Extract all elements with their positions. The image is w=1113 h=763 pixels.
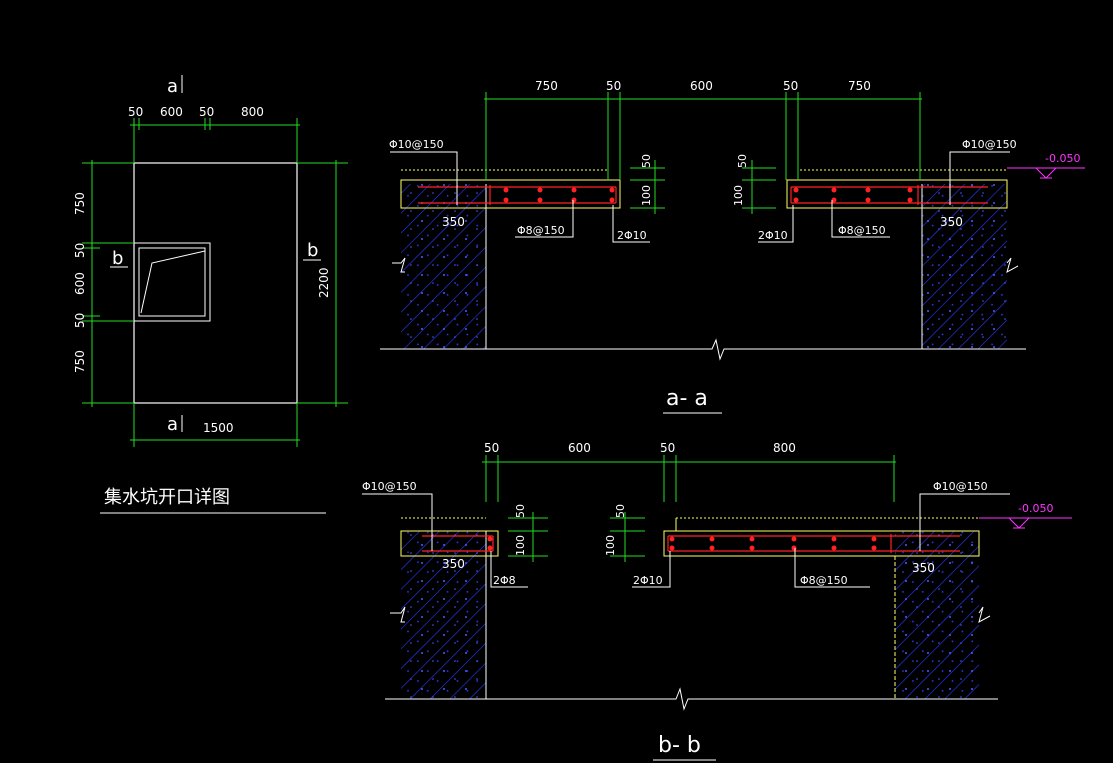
plan-mark-b-left: b: [112, 248, 123, 269]
aa-right-slab: [786, 179, 1008, 209]
aa-rebar-dots: [503, 187, 913, 203]
bb-dist-bar: Φ8@150: [800, 574, 848, 587]
aa-left-dist-bar: Φ8@150: [517, 224, 565, 237]
bb-slab-dim-3: 50: [614, 504, 627, 518]
aa-left-edge-bar: 2Φ10: [617, 229, 647, 242]
bb-ground-line: [385, 687, 998, 711]
plan-caption: 集水坑开口详图: [104, 487, 230, 508]
bb-title: b- b: [658, 733, 701, 758]
aa-elevation-marker: [1007, 167, 1085, 179]
section-bb: 50 600 50 800 50 100 50 100 Φ10@150 Φ10@…: [362, 441, 1072, 761]
plan-left-dimension: [82, 160, 134, 407]
aa-left-bar-label: Φ10@150: [389, 138, 444, 151]
bb-left-break: [390, 606, 406, 623]
aa-elevation: -0.050: [1045, 152, 1080, 165]
plan-top-dim-3: 50: [199, 105, 214, 119]
aa-slab-dim-2: 100: [640, 185, 653, 206]
plan-top-dim-1: 50: [128, 105, 143, 119]
plan-bottom-dimension: [130, 403, 300, 447]
bb-slab-dimension: [508, 512, 645, 562]
bb-rebar: [422, 534, 960, 553]
aa-right-break: [1006, 257, 1019, 274]
aa-left-break: [392, 257, 406, 273]
plan-right-dim: 2200: [317, 267, 331, 298]
plan-top-dimension: [130, 118, 300, 163]
bb-left-wall-dim: 350: [442, 557, 465, 571]
plan-mark-b-right: b: [307, 240, 318, 261]
bb-slab-dim-2: 100: [514, 535, 527, 556]
aa-title: a- a: [666, 386, 708, 411]
bb-top-dim-4: 800: [773, 441, 796, 455]
aa-slab-dimension: [630, 160, 776, 214]
bb-right-wall-dim: 350: [912, 561, 935, 575]
plan-left-dim-4: 50: [73, 313, 87, 328]
bb-top-dim-3: 50: [660, 441, 675, 455]
plan-left-dim-1: 750: [73, 192, 87, 215]
plan-left-dim-2: 50: [73, 243, 87, 258]
plan-outline: [133, 162, 298, 404]
aa-slab-dim-4: 100: [732, 185, 745, 206]
plan-right-dimension: [297, 160, 348, 407]
aa-leaders: [390, 151, 1010, 243]
bb-top-dim-1: 50: [484, 441, 499, 455]
bb-leaders: [362, 493, 1010, 588]
bb-left-bar-label: Φ10@150: [362, 480, 417, 493]
plan-left-dim-3: 600: [73, 272, 87, 295]
aa-right-dist-bar: Φ8@150: [838, 224, 886, 237]
plan-bottom-dim: 1500: [203, 421, 234, 435]
aa-left-wall-dim: 350: [442, 215, 465, 229]
plan-opening-outer: [133, 242, 211, 322]
bb-top-dimension: [482, 455, 896, 502]
bb-right-edge-bar: 2Φ10: [633, 574, 663, 587]
plan-top-dim-4: 800: [241, 105, 264, 119]
aa-top-dim-1: 750: [535, 79, 558, 93]
aa-top-dim-4: 50: [783, 79, 798, 93]
plan-mark-a-top: a: [167, 76, 178, 97]
aa-right-wall-dim: 350: [940, 215, 963, 229]
aa-left-slab: [400, 179, 621, 209]
bb-left-edge-bar: 2Φ8: [493, 574, 516, 587]
aa-top-dim-3: 600: [690, 79, 713, 93]
plan-break-line: [140, 250, 206, 314]
aa-top-dimension: [484, 92, 922, 180]
bb-rebar-dots: [487, 536, 877, 551]
bb-right-break: [978, 606, 991, 623]
plan-view: 50 600 50 800 a a 1500 750 50 600 50 7: [73, 75, 348, 514]
bb-slab-dim-4: 100: [604, 535, 617, 556]
bb-elevation-marker: [979, 517, 1072, 529]
bb-top-dim-2: 600: [568, 441, 591, 455]
bb-elevation: -0.050: [1018, 502, 1053, 515]
bb-left-slab: [400, 530, 499, 557]
plan-left-dim-5: 750: [73, 350, 87, 373]
aa-right-edge-bar: 2Φ10: [758, 229, 788, 242]
aa-slab-dim-3: 50: [736, 154, 749, 168]
bb-right-bar-label: Φ10@150: [933, 480, 988, 493]
aa-rebar: [418, 185, 988, 205]
aa-top-dim-5: 750: [848, 79, 871, 93]
aa-top-dim-2: 50: [606, 79, 621, 93]
section-aa: 750 50 600 50 750 50 100 50 100 Φ1: [380, 79, 1085, 414]
plan-opening-inner: [138, 247, 206, 317]
plan-top-dim-2: 600: [160, 105, 183, 119]
plan-mark-a-bottom: a: [167, 414, 178, 435]
aa-right-bar-label: Φ10@150: [962, 138, 1017, 151]
bb-right-slab: [663, 530, 980, 557]
aa-ground-line: [380, 338, 1026, 361]
bb-slab-dim-1: 50: [514, 504, 527, 518]
aa-slab-dim-1: 50: [640, 154, 653, 168]
